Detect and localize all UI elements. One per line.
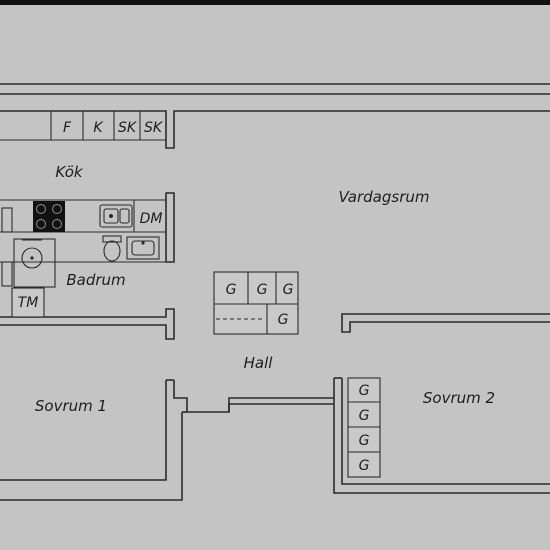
bathroom-fixtures: TM [1, 235, 160, 318]
room-label-sovrum2: Sovrum 2 [423, 389, 495, 407]
fridge-label: F [63, 120, 72, 136]
toilet-icon [102, 235, 122, 262]
room-label-sovrum1: Sovrum 1 [35, 397, 107, 415]
freezer-label: K [93, 120, 104, 136]
room-label-vardagsrum: Vardagsrum [339, 188, 430, 206]
cabinet-label-1: SK [118, 120, 138, 136]
sovrum2-wardrobe-3: G [359, 433, 370, 449]
interior-walls [0, 110, 550, 501]
dryer-label: TM [18, 295, 39, 311]
room-label-badrum: Badrum [66, 271, 125, 289]
hall-wardrobe-1: G [226, 282, 237, 298]
cabinet-label-2: SK [144, 120, 164, 136]
stove-icon [33, 201, 65, 232]
sovrum2-wardrobe-1: G [359, 383, 370, 399]
kitchen-counter: DM [1, 200, 163, 233]
shower-icon [13, 238, 56, 288]
kitchen-appliance-row: F K SK SK [50, 111, 164, 140]
room-label-hall: Hall [244, 354, 274, 372]
radiator-icon-bath [1, 261, 13, 287]
sovrum2-wardrobes: G G G G [347, 377, 381, 478]
sovrum2-wardrobe-2: G [359, 408, 370, 424]
hall-wardrobe-4: G [278, 312, 289, 328]
radiator-icon [1, 207, 13, 233]
hall-wardrobe-2: G [257, 282, 268, 298]
dishwasher-label: DM [140, 211, 163, 227]
dryer-box [11, 287, 45, 318]
kitchen-sink-icon [99, 204, 133, 228]
sovrum2-wardrobe-4: G [359, 458, 370, 474]
hall-wardrobes: G G G G [213, 271, 299, 335]
room-label-kok: Kök [55, 163, 83, 181]
hall-wardrobe-3: G [283, 282, 294, 298]
bathroom-sink-icon [126, 236, 160, 260]
top-band [0, 0, 550, 5]
